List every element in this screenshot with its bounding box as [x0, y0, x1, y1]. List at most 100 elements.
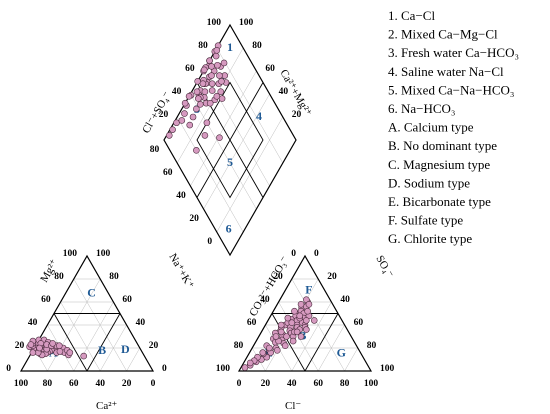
anion-region-F: F [305, 282, 312, 296]
anion-bottom-tick: 0 [237, 379, 242, 389]
cation-bottom-axis-label: Ca²⁺ [96, 400, 118, 412]
anion-point [273, 346, 281, 354]
anion-right-axis-label: SO₄⁻ [373, 254, 395, 281]
anion-divider [271, 313, 306, 372]
diamond-left-axis-label: Cl⁻+SO₄⁻ [140, 89, 174, 135]
anion-grid-cl [317, 324, 345, 372]
cation-point [27, 341, 35, 348]
cation-left-tick: 80 [54, 272, 64, 282]
diamond-point [206, 57, 213, 64]
anion-point [281, 342, 289, 350]
anion-point [284, 314, 292, 322]
anion-point [289, 337, 297, 345]
cation-point [56, 348, 64, 355]
diamond-plot: 2040608010020406080100806040200123456 [150, 18, 302, 257]
diamond-divider [196, 82, 264, 198]
cation-region-B: B [98, 343, 106, 357]
diamond-point [217, 88, 225, 95]
diamond-point [165, 132, 173, 139]
diamond-region-6: 6 [226, 221, 232, 235]
diamond-right-tick: 60 [265, 64, 275, 74]
anion-bottom-tick: 60 [313, 379, 323, 389]
diamond-lower-tick: 60 [163, 168, 173, 178]
diamond-right-tick: 100 [239, 18, 254, 28]
anion-triangle: 020406080100100806040200100806040200EBFG [216, 249, 395, 389]
anion-point [288, 319, 296, 327]
cation-triangle: 100806040200020406080100020406080100ABCD [6, 249, 167, 389]
diamond-point [189, 113, 197, 121]
cation-bottom-tick: 80 [43, 379, 53, 389]
anion-point [304, 307, 311, 315]
diamond-right-tick: 80 [252, 41, 262, 51]
diamond-lower-tick: 0 [207, 237, 212, 247]
anion-point [291, 307, 298, 315]
cation-point [66, 349, 74, 356]
anion-left-tick: 40 [260, 295, 270, 305]
anion-right-tick: 80 [367, 341, 377, 351]
diamond-point [181, 99, 189, 107]
cation-point [49, 340, 56, 347]
diamond-point [213, 46, 221, 54]
anion-point [277, 328, 285, 336]
diamond-point [201, 88, 209, 95]
legend-item: 1. Ca−Cl [388, 8, 435, 23]
cation-point [55, 342, 63, 350]
diamond-point [208, 63, 215, 70]
diamond-point [193, 88, 201, 95]
cation-left-tick: 40 [28, 318, 38, 328]
cation-bottom-tick: 0 [151, 379, 156, 389]
legend-item: G. Chlorite type [388, 231, 472, 246]
diamond-point [169, 126, 176, 133]
cation-divider [86, 313, 121, 372]
anion-point [297, 333, 305, 340]
cation-frame [19, 254, 155, 372]
diamond-left-tick: 60 [185, 64, 195, 74]
diamond-point [208, 87, 216, 94]
cation-right-tick: 40 [136, 318, 146, 328]
cation-region-D: D [121, 342, 130, 356]
diamond-point [218, 78, 225, 85]
anion-right-tick: 20 [327, 272, 337, 282]
cation-point [29, 349, 37, 356]
diamond-lower-tick: 40 [176, 191, 186, 201]
anion-bottom-tick: 80 [340, 379, 350, 389]
anion-right-tick: 100 [380, 364, 395, 374]
legend-item: 3. Fresh water Ca−HCO₃ [388, 45, 519, 60]
diamond-point [193, 105, 200, 113]
anion-point [293, 328, 301, 336]
anion-point [277, 321, 285, 329]
legend-item: F. Sulfate type [388, 213, 463, 228]
diamond-point [178, 117, 186, 124]
diamond-point [201, 132, 209, 139]
diamond-point [197, 101, 204, 108]
legend-item: E. Bicarbonate type [388, 194, 491, 209]
diamond-point [186, 121, 194, 129]
anion-point [310, 317, 318, 324]
diamond-point [214, 61, 221, 69]
legend: 1. Ca−Cl2. Mixed Ca−Mg−Cl3. Fresh water … [388, 8, 519, 246]
anion-bottom-axis-label: Cl⁻ [285, 400, 301, 412]
cation-grid-ca [60, 301, 101, 372]
diamond-left-tick: 20 [159, 110, 169, 120]
anion-point [272, 333, 280, 340]
diamond-right-tick: 20 [292, 110, 302, 120]
cation-left-tick: 60 [41, 295, 51, 305]
cation-grid-na [73, 301, 114, 372]
cation-bottom-tick: 20 [122, 379, 132, 389]
diamond-lower-tick: 80 [150, 145, 160, 155]
diamond-right-tick: 40 [279, 87, 289, 97]
anion-bottom-tick: 40 [287, 379, 297, 389]
cation-left-tick: 20 [15, 341, 25, 351]
anion-divider [304, 313, 339, 372]
diamond-point [199, 80, 207, 87]
diamond-point [216, 134, 223, 141]
anion-left-axis-label: CO₃²⁻+HCO₃⁻ [247, 254, 291, 318]
anion-right-tick: 60 [354, 318, 364, 328]
cation-region-C: C [87, 286, 96, 300]
cation-right-axis-label: Na⁺+K⁺ [166, 252, 196, 292]
anion-point [305, 300, 313, 308]
diamond-region-4: 4 [256, 109, 262, 123]
anion-point [303, 326, 310, 333]
cation-right-tick: 60 [122, 295, 132, 305]
